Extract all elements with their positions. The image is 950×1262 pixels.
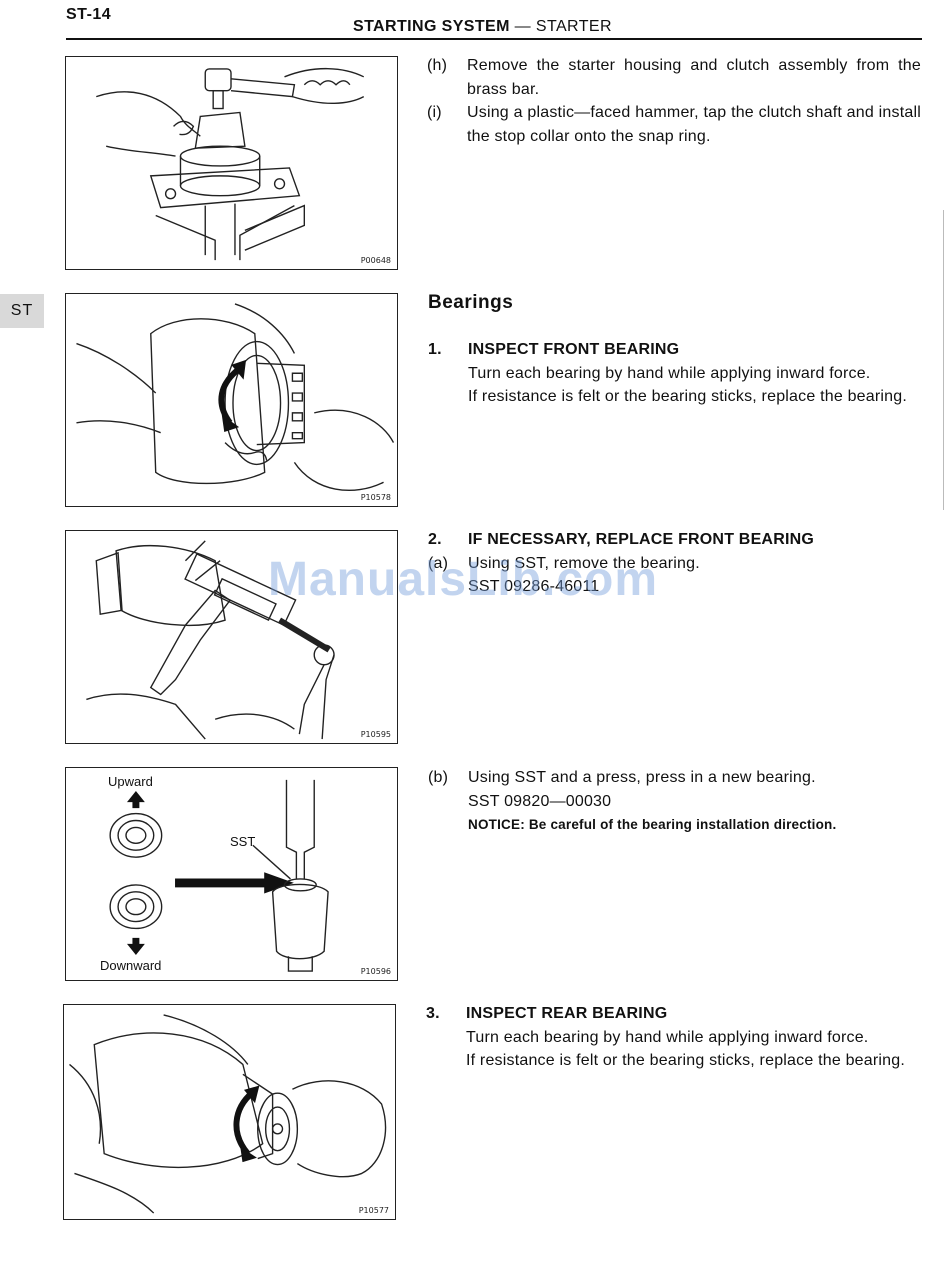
figure-front-bearing: P10578: [65, 293, 398, 507]
replace-front-bearing: 2. IF NECESSARY, REPLACE FRONT BEARING (…: [428, 528, 920, 599]
sst-number: SST 09286-46011: [468, 578, 600, 595]
figure-code: P10596: [360, 967, 391, 976]
header-rule: [66, 38, 922, 40]
header-title-bold: STARTING SYSTEM: [353, 18, 510, 35]
inspect-rear-bearing: 3. INSPECT REAR BEARING Turn each bearin…: [426, 1002, 918, 1073]
label-upward: Upward: [108, 774, 153, 789]
notice-text: NOTICE: Be careful of the bearing instal…: [468, 817, 837, 832]
press-bearing-illustration: [109, 779, 329, 972]
rear-bearing-illustration: [69, 1014, 387, 1214]
step-label: (h): [427, 57, 448, 74]
instruction-text: Using SST, remove the bearing.: [468, 554, 700, 572]
figure-clutch-hammer: P00648: [65, 56, 398, 270]
label-downward: Downward: [100, 958, 162, 973]
figure-code: P00648: [360, 256, 391, 265]
press-new-bearing: (b) Using SST and a press, press in a ne…: [428, 766, 920, 837]
section-title: Bearings: [428, 292, 514, 313]
label-sst: SST: [230, 834, 256, 849]
step-number: 2.: [428, 531, 442, 548]
instruction-text: Turn each bearing by hand while applying…: [466, 1028, 869, 1046]
step-number: 1.: [428, 341, 442, 358]
section-tab: ST: [0, 294, 44, 328]
substep-label: (a): [428, 554, 449, 572]
instruction-text: If resistance is felt or the bearing sti…: [466, 1052, 905, 1069]
step-h: (h) Remove the starter housing and clutc…: [427, 54, 921, 101]
step-title: IF NECESSARY, REPLACE FRONT BEARING: [468, 531, 814, 548]
step-i: (i) Using a plastic—faced hammer, tap th…: [427, 101, 921, 148]
watermark: ManualsLib.com: [268, 553, 659, 606]
step-text: Remove the starter housing and clutch as…: [467, 57, 921, 98]
header-title-rest: — STARTER: [509, 18, 612, 35]
figure-code: P10577: [358, 1206, 389, 1215]
step-number: 3.: [426, 1005, 440, 1022]
step-label: (i): [427, 104, 442, 121]
figure-bearing-puller: P10595: [65, 530, 398, 744]
step-title: INSPECT FRONT BEARING: [468, 341, 680, 358]
page-edge-line: [943, 210, 944, 510]
substep-label: (b): [428, 769, 449, 786]
bearing-puller-illustration: [86, 540, 335, 740]
inspect-front-bearing: 1. INSPECT FRONT BEARING Turn each beari…: [428, 338, 920, 409]
page-header-title: STARTING SYSTEM — STARTER: [353, 18, 612, 36]
instruction-text: Using SST and a press, press in a new be…: [468, 769, 816, 786]
step-title: INSPECT REAR BEARING: [466, 1005, 668, 1022]
figure-rear-bearing: P10577: [63, 1004, 396, 1220]
front-bearing-illustration: [76, 303, 395, 492]
figure-code: P10578: [360, 493, 391, 502]
sst-number: SST 09820—00030: [468, 792, 612, 810]
instruction-text: Turn each bearing by hand while applying…: [468, 364, 871, 382]
instruction-text: If resistance is felt or the bearing sti…: [468, 388, 907, 405]
clutch-hammer-illustration: [96, 67, 365, 261]
figure-press-bearing: Upward Downward SST P10596: [65, 767, 398, 981]
step-text: Using a plastic—faced hammer, tap the cl…: [467, 104, 921, 145]
page-number: ST-14: [66, 6, 112, 23]
figure-code: P10595: [360, 730, 391, 739]
